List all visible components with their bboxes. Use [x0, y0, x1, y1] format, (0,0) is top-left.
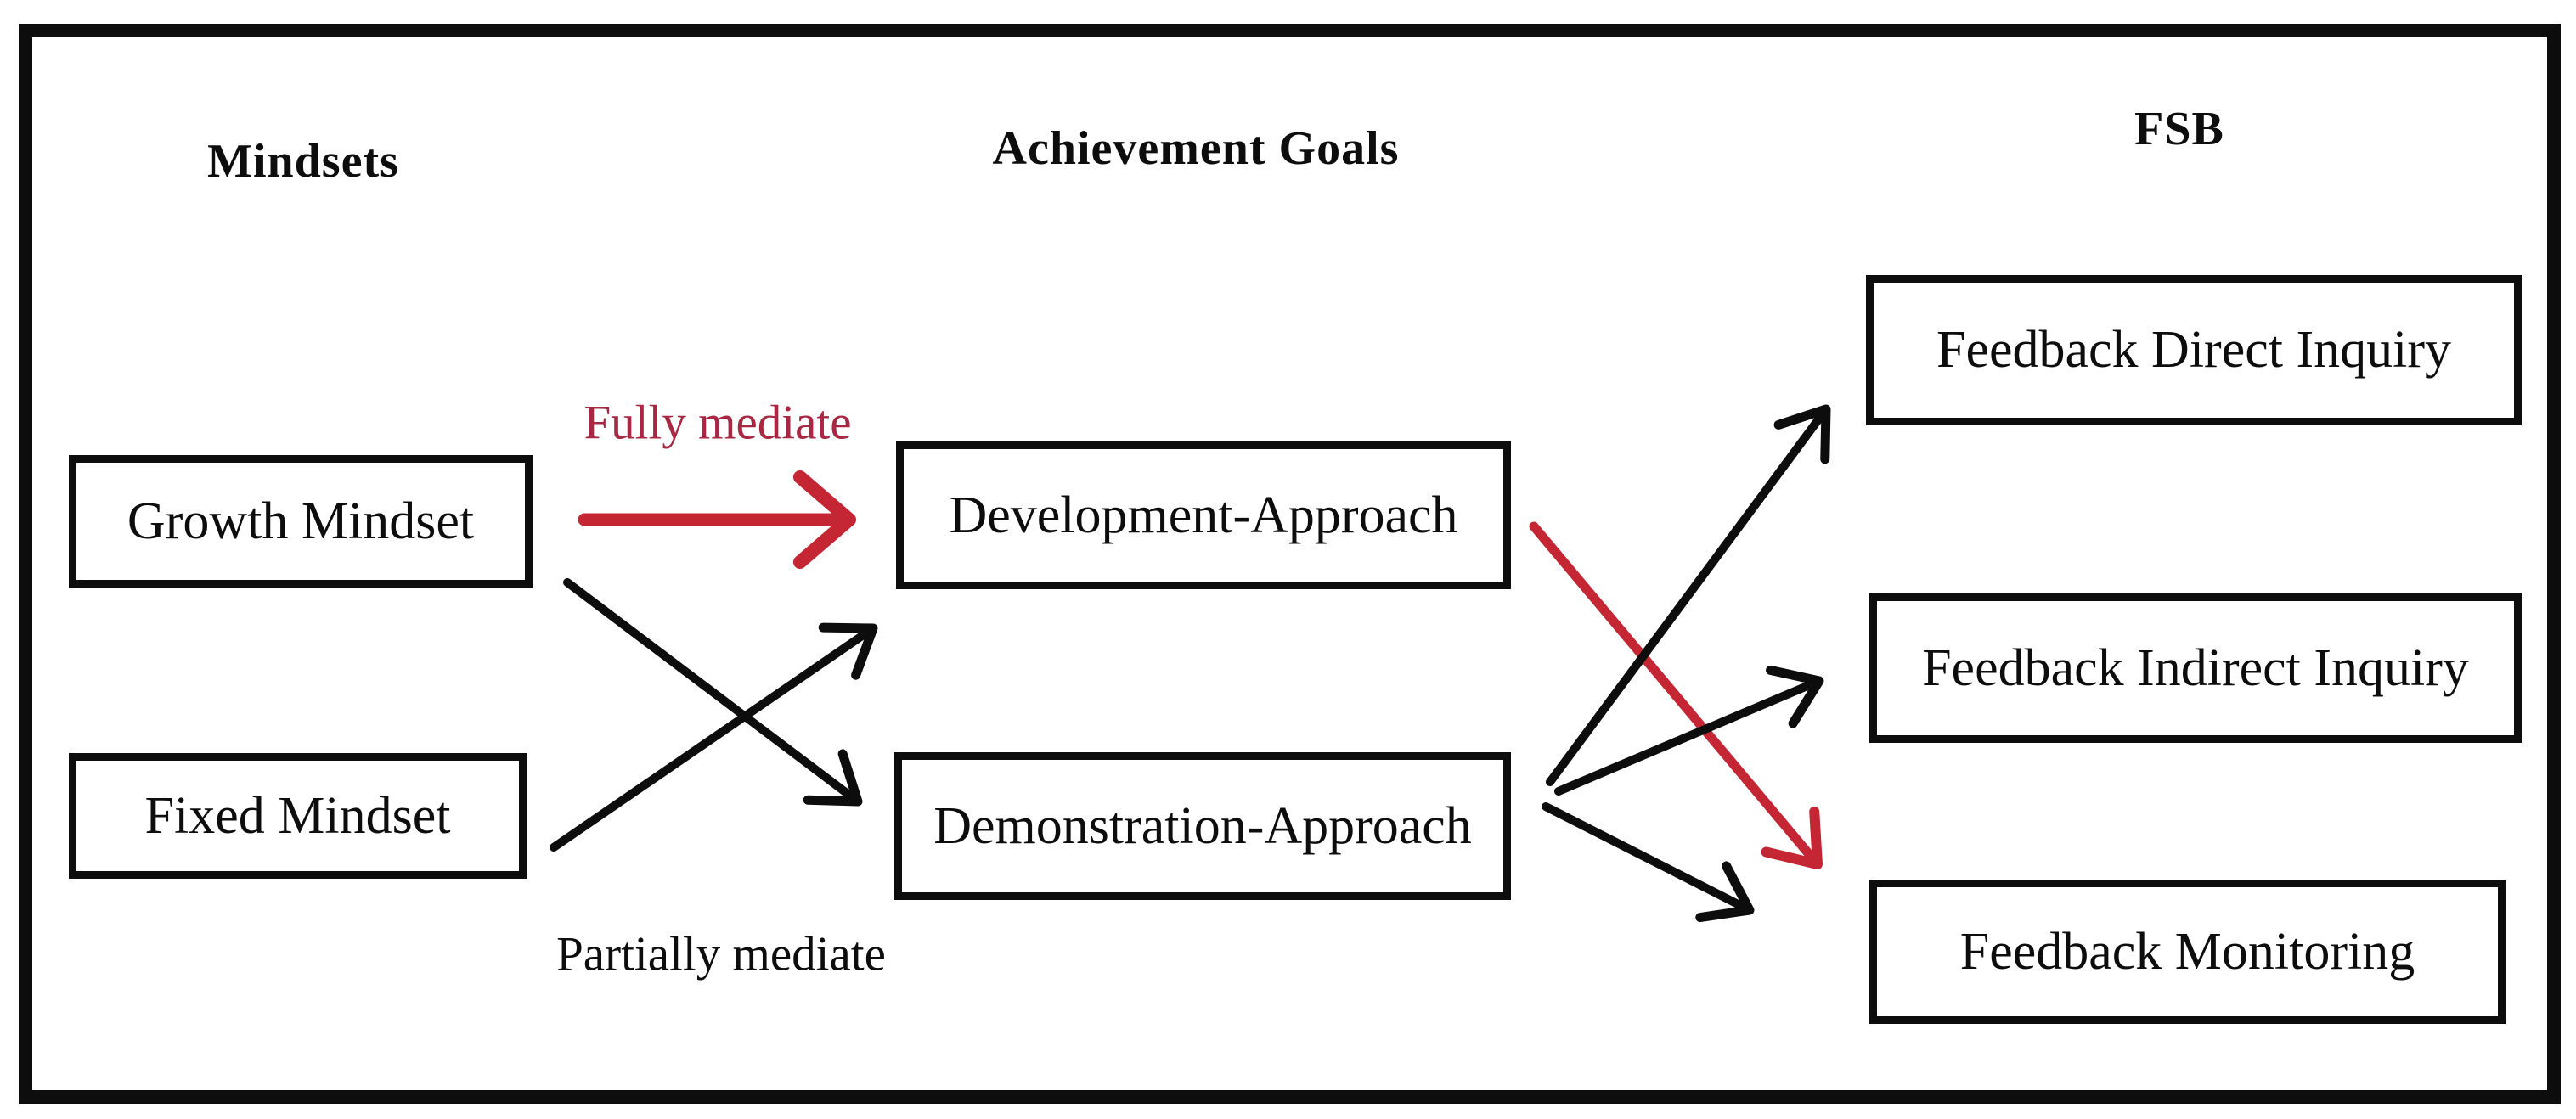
node-fixed-mindset: Fixed Mindset: [69, 753, 527, 879]
node-label: Development-Approach: [949, 486, 1458, 544]
node-feedback-indirect-inquiry: Feedback Indirect Inquiry: [1869, 593, 2522, 743]
node-label: Feedback Direct Inquiry: [1936, 321, 2451, 379]
node-growth-mindset: Growth Mindset: [69, 455, 533, 588]
edge-label-partially-mediate: Partially mediate: [556, 927, 886, 981]
node-feedback-direct-inquiry: Feedback Direct Inquiry: [1866, 275, 2522, 425]
node-label: Fixed Mindset: [144, 786, 451, 845]
node-label: Feedback Indirect Inquiry: [1922, 638, 2469, 697]
node-label: Feedback Monitoring: [1959, 922, 2415, 981]
column-title-fsb: FSB: [2134, 103, 2224, 155]
node-label: Demonstration-Approach: [933, 796, 1472, 855]
node-label: Growth Mindset: [127, 492, 475, 550]
diagram-outer-border: [19, 24, 2561, 1104]
node-feedback-monitoring: Feedback Monitoring: [1869, 880, 2506, 1024]
column-title-mindsets: Mindsets: [207, 135, 399, 188]
node-development-approach: Development-Approach: [896, 441, 1511, 589]
edge-label-fully-mediate: Fully mediate: [583, 396, 852, 450]
column-title-achievement-goals: Achievement Goals: [992, 122, 1400, 175]
node-demonstration-approach: Demonstration-Approach: [894, 752, 1511, 900]
